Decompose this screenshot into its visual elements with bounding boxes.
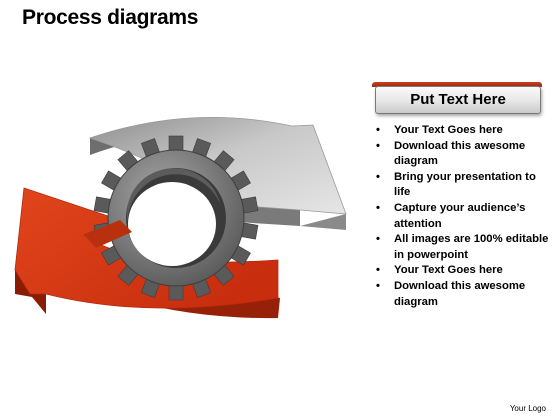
logo-placeholder: Your Logo <box>509 404 546 413</box>
process-diagram <box>14 116 347 319</box>
bullet-item: All images are 100% editable in powerpoi… <box>372 232 552 263</box>
bullet-list: Your Text Goes here Download this awesom… <box>372 123 552 310</box>
bullet-item: Capture your audience’s attention <box>372 201 552 232</box>
bullet-item: Download this awesome diagram <box>372 279 552 310</box>
panel-header: Put Text Here <box>375 86 541 114</box>
panel-header-bar <box>372 82 542 87</box>
bullet-item: Bring your presentation to life <box>372 170 552 201</box>
bullet-item: Your Text Goes here <box>372 123 552 139</box>
bullet-item: Your Text Goes here <box>372 263 552 279</box>
page-title: Process diagrams <box>22 6 199 29</box>
gear <box>93 135 259 301</box>
bullet-item: Download this awesome diagram <box>372 139 552 170</box>
red-arrow-inner-face <box>84 220 132 248</box>
